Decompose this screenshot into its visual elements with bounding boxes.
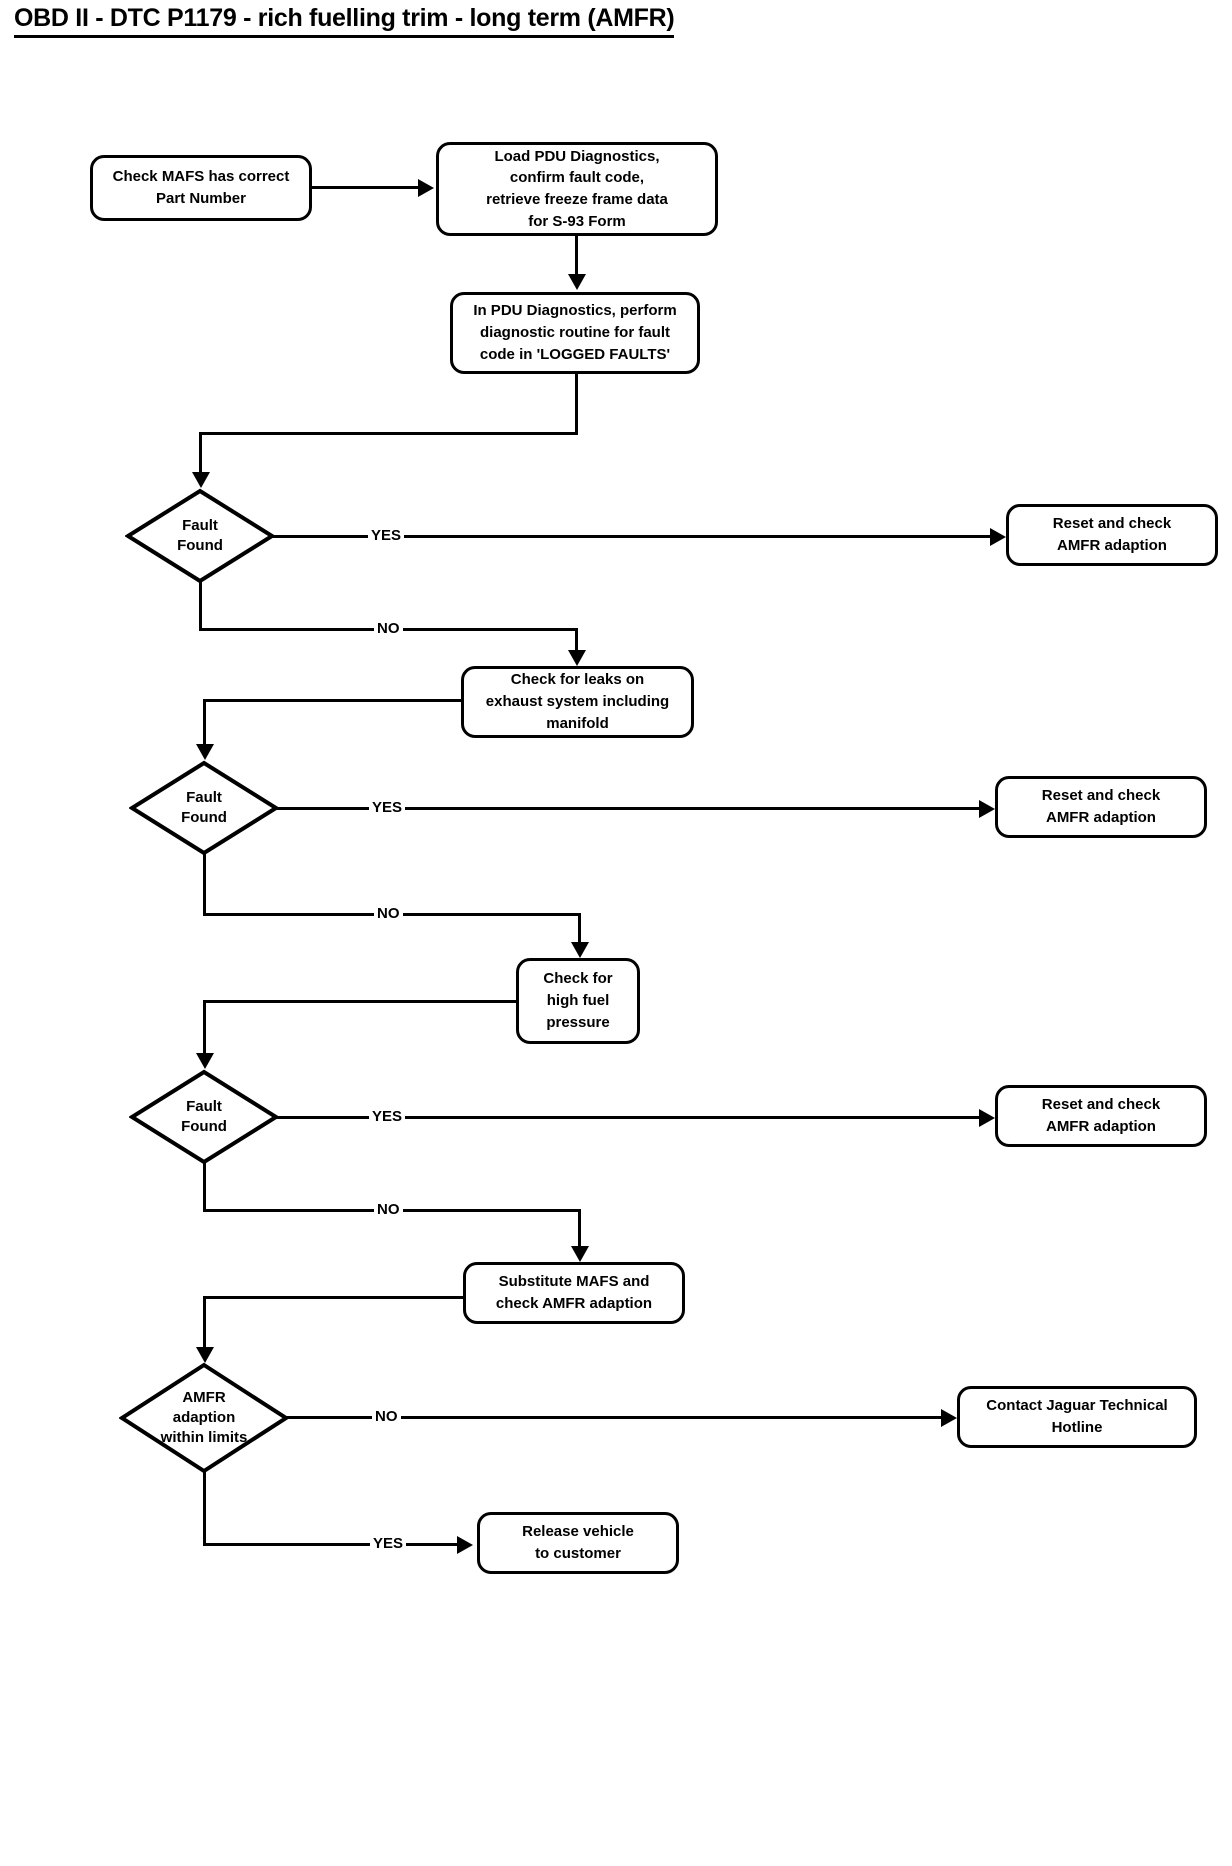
edge-yes-4-right	[203, 1543, 461, 1546]
arrowhead-yes-3	[979, 1109, 995, 1127]
diamond-shape-4	[119, 1362, 289, 1474]
edge-label-no-4: NO	[372, 1409, 401, 1424]
edge-label-yes-4: YES	[370, 1536, 407, 1551]
edge-no-1-down	[199, 580, 202, 630]
arrowhead-yes-4	[457, 1536, 473, 1554]
edge-routine-left	[199, 432, 578, 435]
edge-yes-1	[272, 535, 994, 538]
edge-label-yes-3: YES	[369, 1109, 406, 1124]
edge-fuel-to-diamond3	[203, 1000, 206, 1060]
arrowhead-no-4	[941, 1409, 957, 1427]
arrowhead-mafs-to-pdu	[418, 179, 434, 197]
edge-no-4	[285, 1416, 945, 1419]
edge-pdu-to-routine	[575, 236, 578, 283]
edge-no-3-into-substitute	[578, 1209, 581, 1255]
edge-substitute-left	[203, 1296, 465, 1299]
edge-routine-to-diamond1	[199, 432, 202, 480]
diamond-shape-1	[125, 488, 275, 584]
arrowhead-yes-2	[979, 800, 995, 818]
edge-no-1-into-leaks	[575, 628, 578, 660]
edge-label-yes-2: YES	[369, 800, 406, 815]
edge-no-2-down	[203, 852, 206, 915]
edge-fuel-left	[203, 1000, 518, 1003]
edge-yes-3	[276, 1116, 983, 1119]
edge-label-no-1: NO	[374, 621, 403, 636]
node-load-pdu-label: Load PDU Diagnostics,confirm fault code,…	[486, 147, 668, 230]
arrowhead-no-3	[571, 1246, 589, 1262]
edge-leaks-to-diamond2	[203, 699, 206, 751]
edge-label-yes-1: YES	[368, 528, 405, 543]
arrowhead-no-2	[571, 942, 589, 958]
edge-routine-down	[575, 374, 578, 434]
diamond-shape-2	[129, 760, 279, 856]
arrowhead-to-diamond2	[196, 744, 214, 760]
arrowhead-to-amfr	[196, 1347, 214, 1363]
edge-no-3-down	[203, 1161, 206, 1211]
arrowhead-to-diamond1	[192, 472, 210, 488]
diamond-shape-3	[129, 1069, 279, 1165]
arrowhead-to-diamond3	[196, 1053, 214, 1069]
page-title: OBD II - DTC P1179 - rich fuelling trim …	[14, 4, 675, 38]
edge-mafs-to-pdu	[312, 186, 420, 189]
edge-label-no-2: NO	[374, 906, 403, 921]
edge-yes-2	[276, 807, 983, 810]
edge-no-2-into-fuel	[578, 913, 581, 951]
edge-leaks-left	[203, 699, 463, 702]
arrowhead-pdu-to-routine	[568, 274, 586, 290]
edge-substitute-to-amfr	[203, 1296, 206, 1354]
node-load-pdu: Load PDU Diagnostics,confirm fault code,…	[436, 142, 718, 236]
arrowhead-no-1	[568, 650, 586, 666]
edge-label-no-3: NO	[374, 1202, 403, 1217]
edge-yes-4-down	[203, 1470, 206, 1545]
arrowhead-yes-1	[990, 528, 1006, 546]
